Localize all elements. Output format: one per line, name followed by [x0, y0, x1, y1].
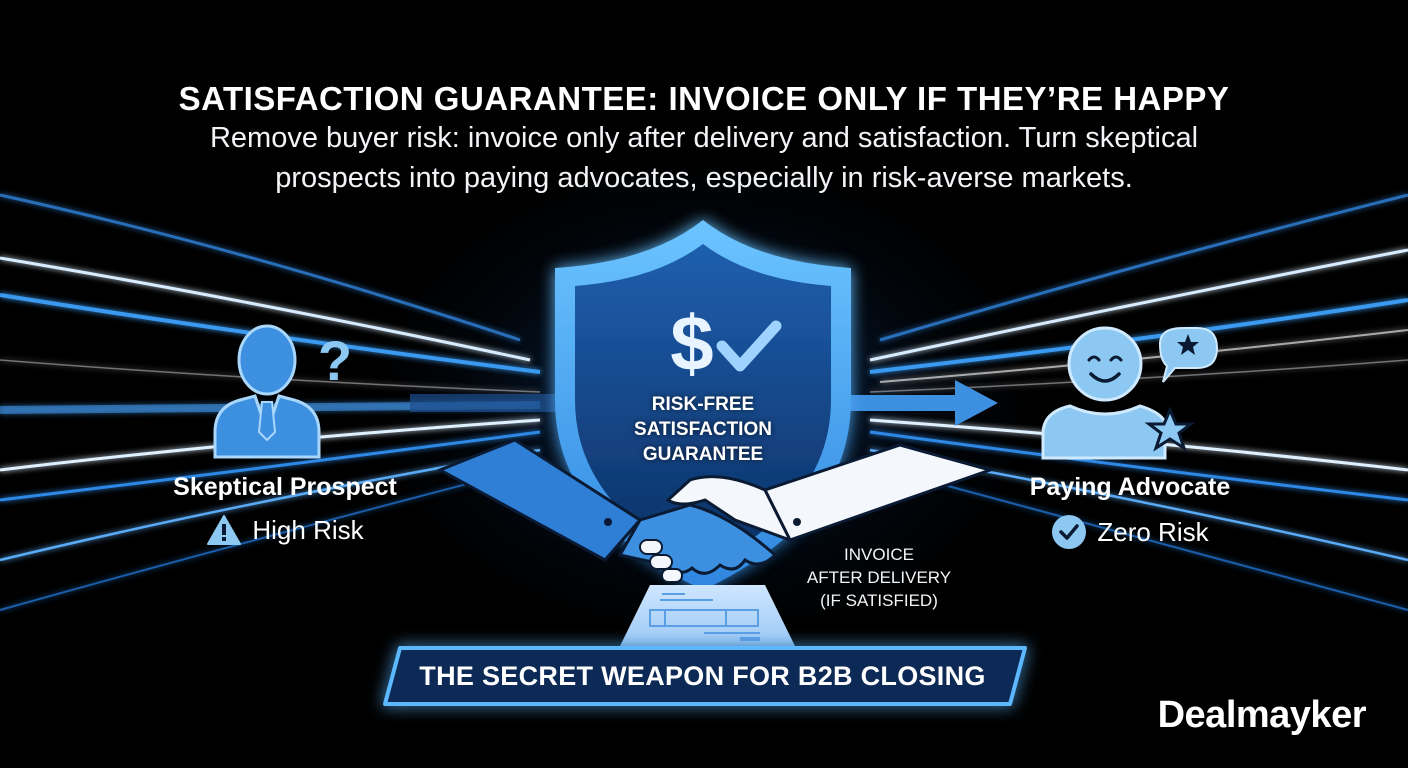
page-subtitle: Remove buyer risk: invoice only after de… — [0, 118, 1408, 198]
invoice-note-line-2: AFTER DELIVERY — [806, 568, 952, 587]
shield-label: RISK-FREE SATISFACTION GUARANTEE — [560, 392, 846, 467]
happy-user-star-icon — [1041, 326, 1219, 460]
check-circle-icon — [1052, 515, 1087, 549]
persona-label: Skeptical Prospect — [173, 473, 397, 501]
dollar-check-icon: $ — [670, 299, 782, 387]
page-title: SATISFACTION GUARANTEE: INVOICE ONLY IF … — [178, 80, 1230, 118]
risk-status: High Risk — [150, 514, 420, 546]
handshake-icon — [436, 438, 996, 583]
shield-label-line-2: SATISFACTION — [634, 419, 772, 440]
arrow-right-icon — [410, 380, 998, 426]
subtitle-line-2: prospects into paying advocates, especia… — [275, 162, 1133, 194]
invoice-note: INVOICE AFTER DELIVERY (IF SATISFIED) — [800, 543, 958, 612]
shield-label-line-1: RISK-FREE — [651, 394, 755, 415]
shield-label-line-3: GUARANTEE — [642, 444, 764, 465]
banner-tagline: THE SECRET WEAPON FOR B2B CLOSING — [419, 661, 986, 691]
risk-status-text: Zero Risk — [1097, 516, 1209, 547]
risk-status: Zero Risk — [1005, 514, 1255, 550]
skeptical-prospect-card: ? Skeptical Prospect High Risk — [150, 322, 420, 546]
svg-text:?: ? — [318, 329, 352, 392]
invoice-note-line-1: INVOICE — [844, 545, 914, 564]
warning-triangle-icon — [207, 515, 242, 545]
risk-status-text: High Risk — [252, 514, 364, 545]
subtitle-line-1: Remove buyer risk: invoice only after de… — [209, 122, 1199, 154]
persona-label: Paying Advocate — [1029, 473, 1231, 501]
banner-frame — [383, 646, 1027, 706]
brand-logo: Dealmayker — [1157, 694, 1367, 736]
invoice-document-icon — [620, 585, 795, 646]
svg-text:$: $ — [670, 299, 713, 387]
invoice-note-line-3: (IF SATISFIED) — [820, 591, 938, 610]
paying-advocate-card: Paying Advocate Zero Risk — [1005, 322, 1255, 550]
user-question-icon: ? — [213, 324, 352, 459]
